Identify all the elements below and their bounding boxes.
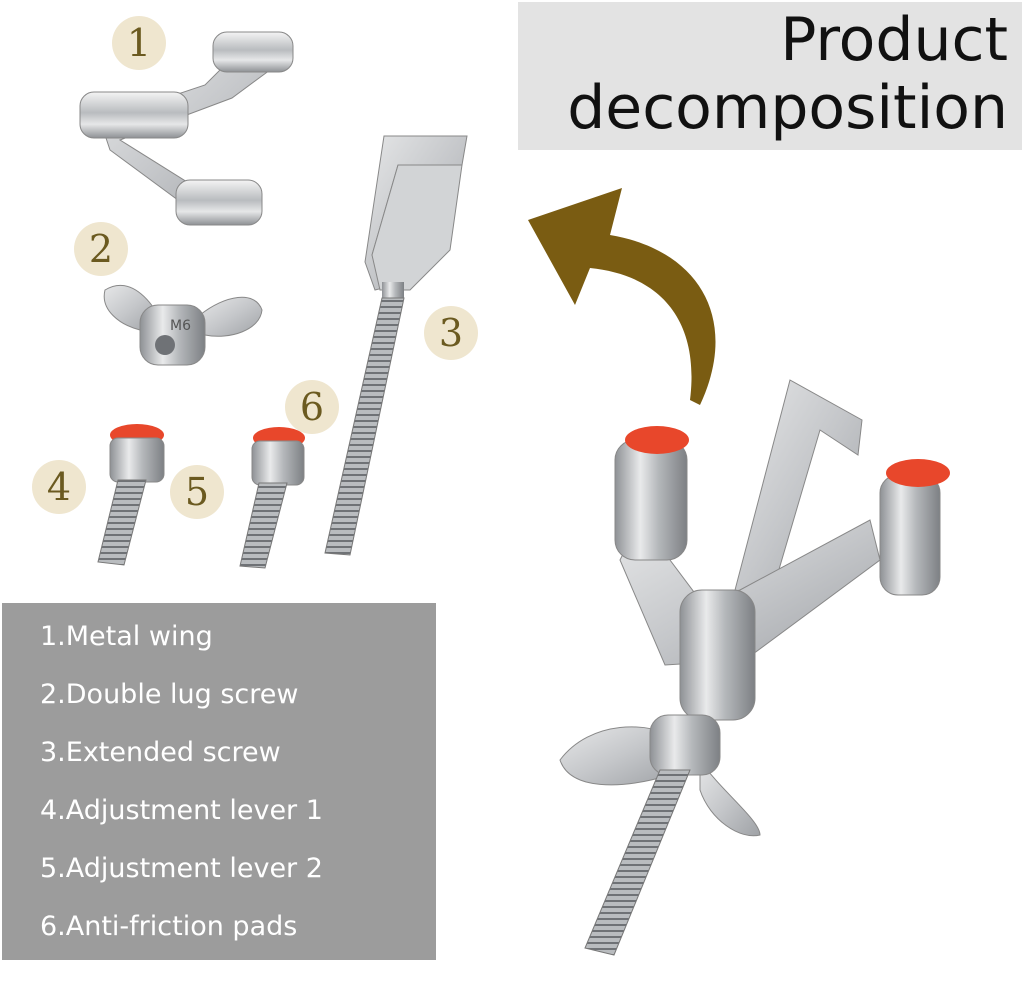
legend-item: 2.Double lug screw — [40, 679, 299, 710]
badge-1: 1 — [112, 16, 166, 70]
adjustment-screw-1-part — [97, 424, 165, 566]
badge-4: 4 — [32, 460, 86, 514]
badge-2: 2 — [74, 222, 128, 276]
title-line-1: Product — [780, 5, 1008, 75]
legend-item: 5.Adjustment lever 2 — [40, 853, 323, 884]
badge-5: 5 — [170, 465, 224, 519]
metal-wing-part — [79, 31, 294, 226]
badge-3: 3 — [424, 306, 478, 360]
curved-arrow-icon — [528, 188, 716, 405]
legend-item: 4.Adjustment lever 1 — [40, 795, 323, 826]
wing-nut-stamp: M6 — [170, 318, 191, 334]
legend-item: 3.Extended screw — [40, 737, 281, 768]
extended-screw-part — [324, 135, 468, 556]
legend-item: 1.Metal wing — [40, 621, 213, 652]
wing-nut-part: M6 — [103, 284, 263, 366]
badge-6: 6 — [285, 380, 339, 434]
adjustment-screw-2-part — [239, 427, 305, 569]
parts-legend: 1.Metal wing 2.Double lug screw 3.Extend… — [2, 603, 436, 960]
title-panel: Product decomposition — [518, 2, 1022, 150]
title-line-2: decomposition — [567, 73, 1008, 143]
assembled-product — [559, 379, 950, 956]
legend-item: 6.Anti-friction pads — [40, 911, 298, 942]
